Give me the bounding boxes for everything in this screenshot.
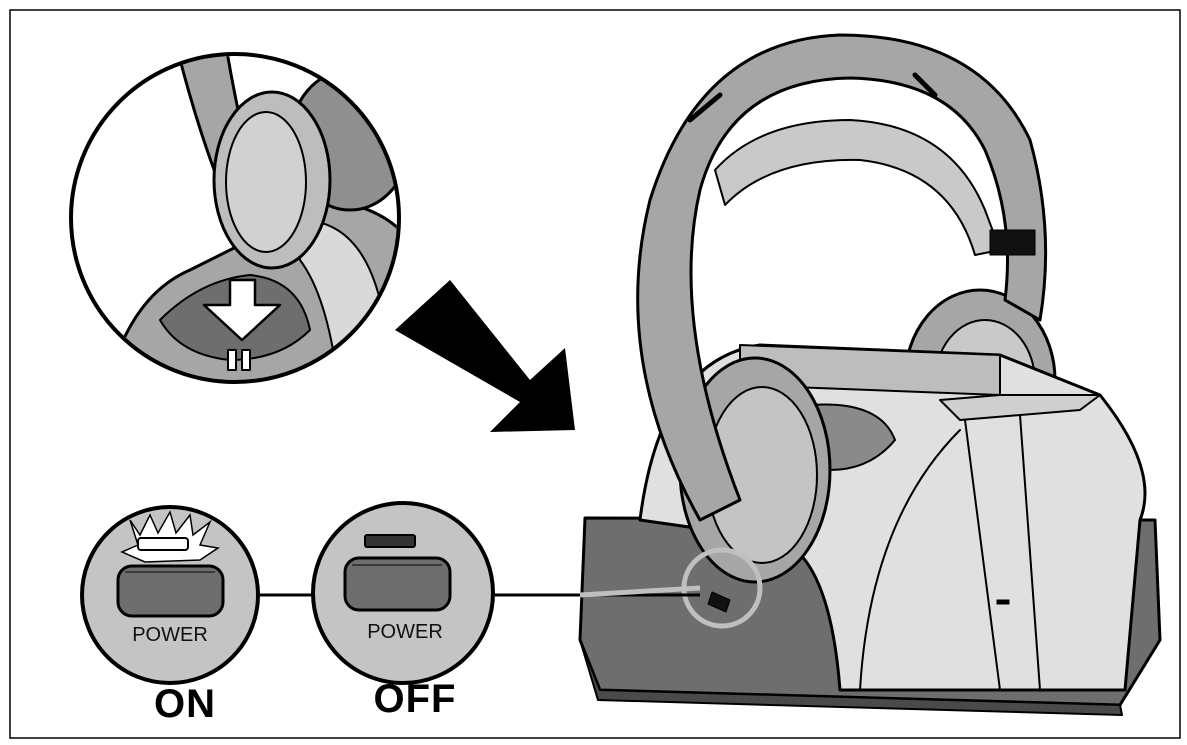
diagram-frame (9, 9, 1181, 739)
headphones-on-charging-stand (578, 33, 1162, 716)
charging-contact-right (241, 349, 251, 371)
headband (636, 33, 1048, 522)
power-caption-on: POWER (132, 624, 208, 646)
state-label-off: OFF (374, 677, 457, 721)
insert-down-arrow (202, 278, 282, 342)
charging-contact-left (227, 349, 237, 371)
power-off-inset: POWER (311, 501, 495, 685)
power-led-on (137, 537, 189, 551)
zoom-pointer-arrow (395, 280, 575, 432)
zoom-inset-placement (69, 52, 401, 384)
state-label-on: ON (154, 682, 216, 726)
stand-indicator-slot (996, 599, 1010, 605)
power-button-off (343, 556, 452, 612)
power-caption-off: POWER (367, 621, 443, 643)
power-on-inset: POWER (80, 505, 260, 685)
power-button-on (116, 564, 225, 618)
power-led-off (364, 534, 416, 548)
headband-slider (989, 229, 1036, 256)
